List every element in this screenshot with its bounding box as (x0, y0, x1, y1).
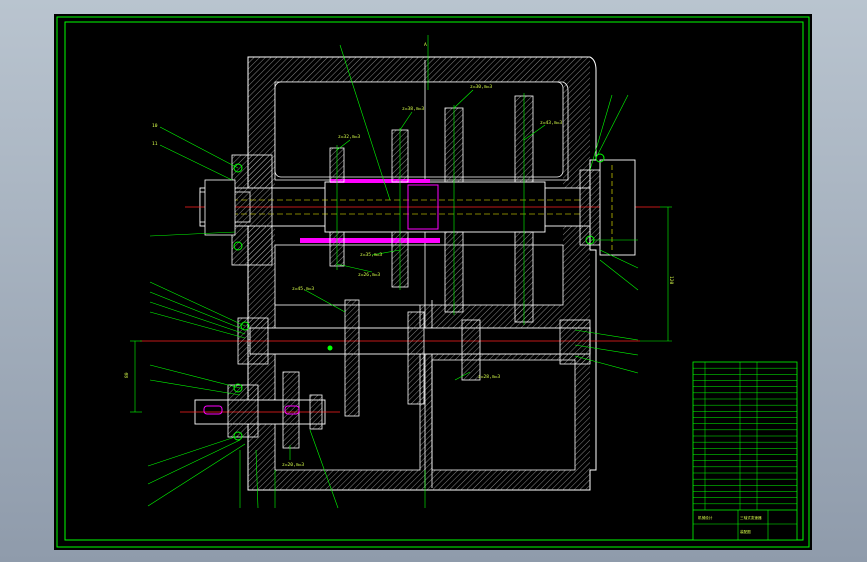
gear-note-6: z=26,m=3 (358, 272, 380, 278)
title-block-title: 三轴式变速器 (740, 515, 762, 520)
title-block-subtitle: 装配图 (740, 529, 751, 534)
gear-note-9: z=20,m=3 (282, 462, 304, 468)
gear-note-4: z=43,m=3 (540, 120, 562, 126)
dimensions (130, 206, 672, 413)
callout-a: A (424, 42, 427, 48)
gear-note-8: z=28,m=3 (478, 374, 500, 380)
outer-frame (56, 16, 810, 548)
upper-gears (329, 93, 534, 325)
gear-note-7: z=45,m=3 (292, 286, 314, 292)
title-block: 三轴式变速器 装配图 机械设计 (692, 361, 798, 541)
inner-frame (64, 21, 804, 541)
leader-label-10: 10 (152, 123, 158, 129)
lower-shaft (140, 299, 640, 417)
leader-lines (147, 35, 639, 509)
dim-left-label: 80 (124, 372, 130, 378)
gear-note-2: z=38,m=3 (402, 106, 424, 112)
idler-shaft (180, 371, 340, 449)
title-block-footer: 机械设计 (698, 515, 713, 520)
leader-label-11: 11 (152, 141, 158, 147)
upper-shaft (185, 153, 660, 266)
gear-note-5: z=35,m=3 (360, 252, 382, 258)
dim-right-label: 120 (668, 276, 674, 285)
gear-note-1: z=32,m=3 (338, 134, 360, 140)
gear-note-3: z=30,m=3 (470, 84, 492, 90)
